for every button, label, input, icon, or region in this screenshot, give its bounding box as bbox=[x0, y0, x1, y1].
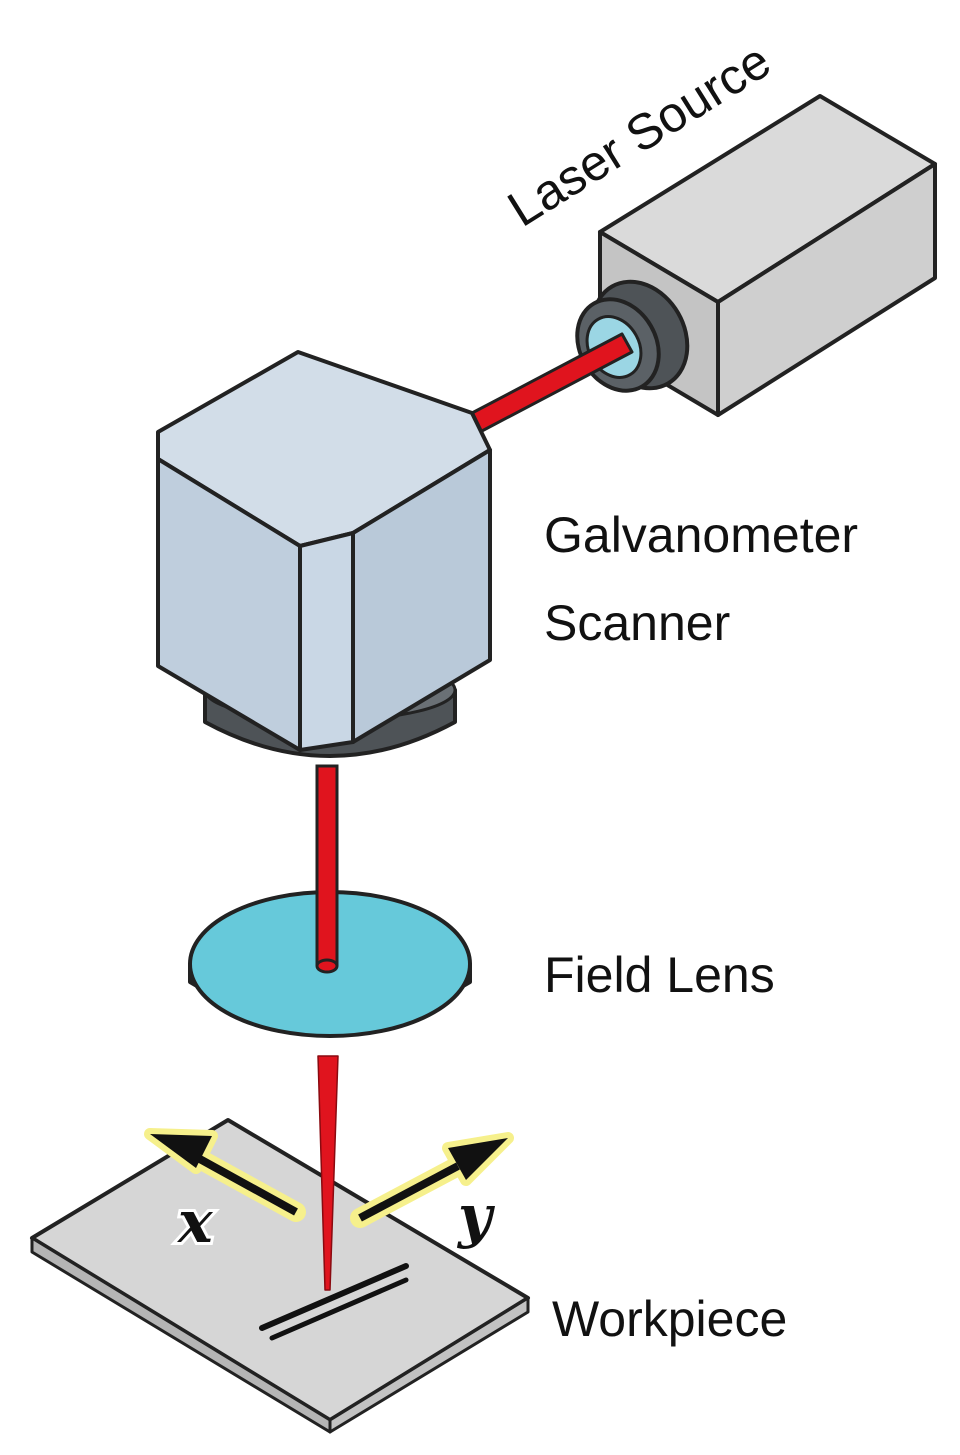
workpiece-cut-line bbox=[259, 1263, 409, 1331]
axis-x-label: x bbox=[176, 1188, 214, 1256]
laser-source-side-face bbox=[716, 162, 937, 417]
x-axis-arrow bbox=[144, 1128, 306, 1222]
scanner-right-face bbox=[351, 448, 492, 744]
field-lens bbox=[188, 890, 472, 1038]
galvanometer-label-line1: Galvanometer bbox=[544, 507, 858, 563]
galvanometer-label-line2: Scanner bbox=[544, 595, 730, 651]
axis-y-label: y bbox=[456, 1182, 496, 1250]
workpiece-side-edge bbox=[328, 1296, 530, 1434]
field-lens-label: Field Lens bbox=[544, 947, 775, 1003]
focused-laser-beam bbox=[317, 1055, 339, 1291]
workpiece-label: Workpiece bbox=[552, 1291, 787, 1347]
workpiece bbox=[30, 1118, 530, 1434]
galvanometer-scanner bbox=[156, 350, 492, 758]
scanner-bevel-face bbox=[298, 531, 355, 752]
y-axis-arrow bbox=[350, 1132, 514, 1228]
